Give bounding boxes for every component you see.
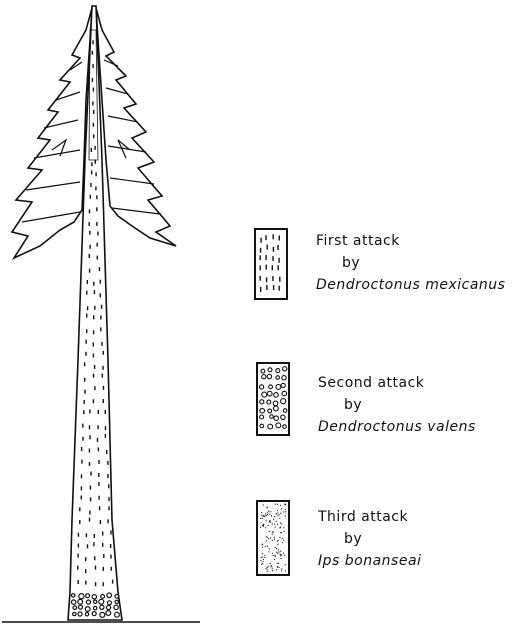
legend-entry-second-attack: Second attack by Dendroctonus valens (318, 372, 476, 438)
legend-species-label: Ips bonanseai (318, 553, 422, 569)
legend-swatch-third-attack (256, 500, 290, 576)
legend-by-label: by (344, 397, 363, 413)
legend-by-label: by (342, 255, 361, 271)
legend-species-label: Dendroctonus mexicanus (316, 277, 506, 293)
legend-entry-first-attack: First attack by Dendroctonus mexicanus (316, 230, 505, 296)
legend-species-label: Dendroctonus valens (318, 419, 476, 435)
legend-attack-label: First attack (316, 233, 400, 249)
circle-pattern-icon (258, 366, 288, 430)
legend-entry-third-attack: Third attack by Ips bonanseai (318, 506, 421, 572)
legend-swatch-second-attack (256, 362, 290, 436)
legend-attack-label: Third attack (318, 509, 409, 525)
legend-swatch-first-attack (254, 228, 288, 300)
tree-foliage-left (10, 7, 93, 260)
trunk-base-circle-pattern (70, 592, 120, 619)
dot-pattern-icon (260, 503, 287, 572)
legend-attack-label: Second attack (318, 375, 425, 391)
trunk-dash-pattern (77, 40, 114, 587)
tree-trunk (67, 5, 123, 621)
legend-by-label: by (344, 531, 363, 547)
tree-foliage-right (95, 7, 177, 247)
dash-pattern-icon (259, 234, 281, 292)
